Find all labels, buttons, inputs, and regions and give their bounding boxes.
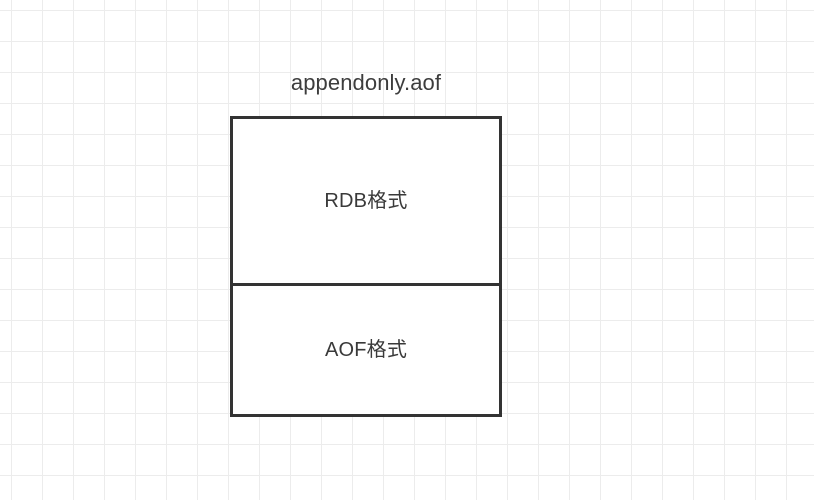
box-section-aof[interactable]: AOF格式 [233, 286, 499, 414]
diagram-title: appendonly.aof [290, 70, 442, 95]
box-section-aof-label: AOF格式 [324, 339, 408, 361]
box-section-rdb[interactable]: RDB格式 [233, 119, 499, 286]
appendonly-file-box[interactable]: RDB格式 AOF格式 [230, 116, 502, 417]
box-section-rdb-label: RDB格式 [324, 190, 408, 212]
